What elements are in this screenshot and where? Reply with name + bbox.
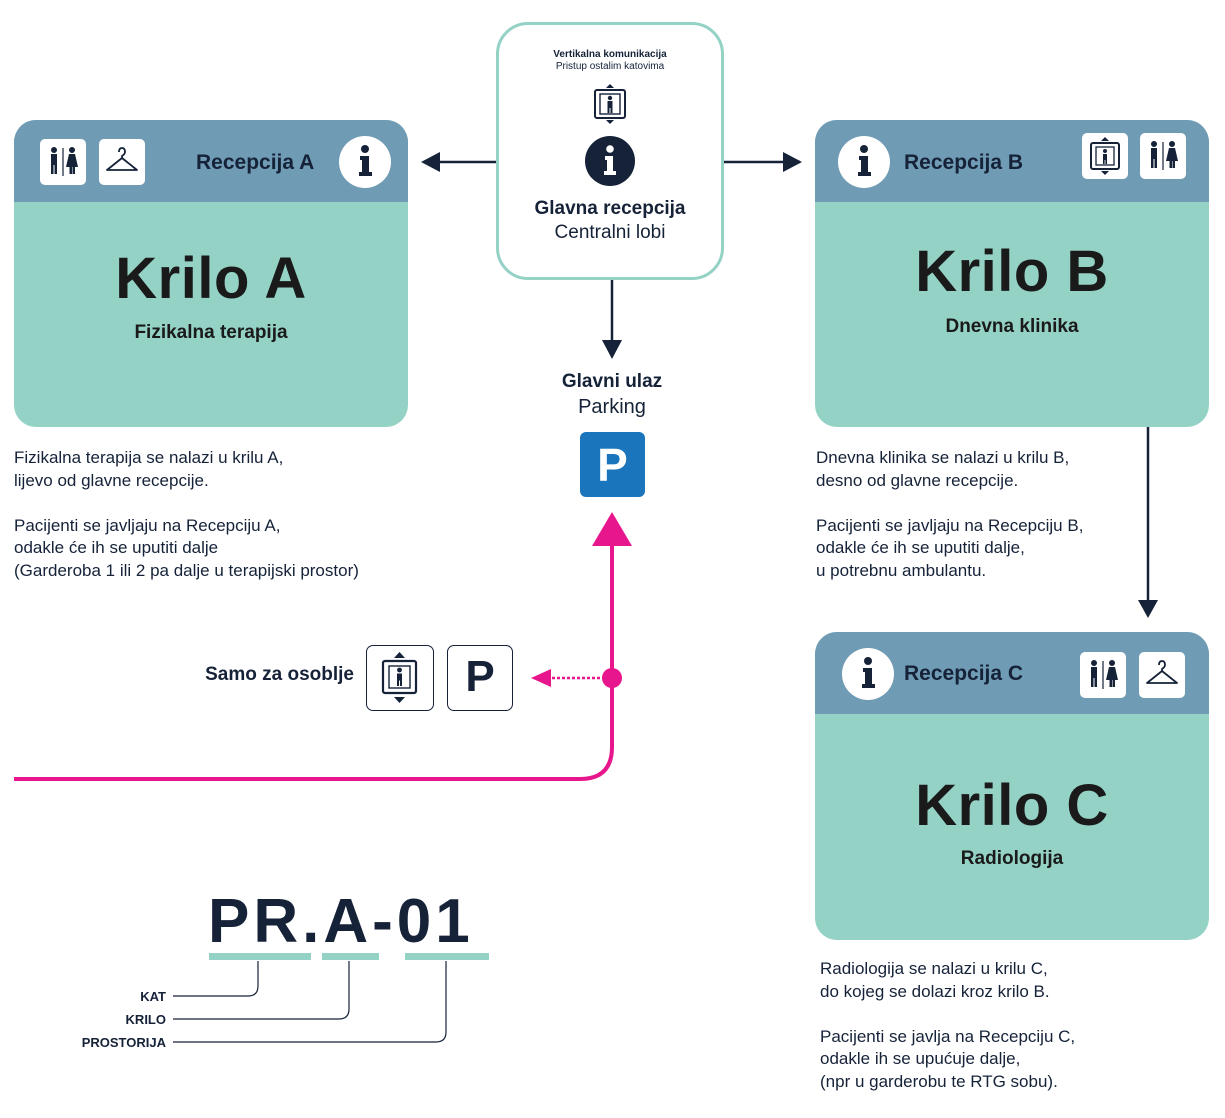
arrowhead-right-b: [783, 152, 802, 172]
code-label-kat: KAT: [140, 989, 166, 1004]
entry-arrowhead: [592, 512, 632, 546]
wing-b-department: Dnevna klinika: [945, 316, 1079, 337]
wing-a-description: Fizikalna terapija se nalazi u krilu A, …: [14, 448, 359, 580]
wing-c-hanger-icon: [1139, 652, 1185, 698]
wing-a-reception: Recepcija A: [196, 151, 315, 174]
parking-letter: P: [597, 439, 628, 491]
wing-c-description: Radiologija se nalazi u krilu C, do koje…: [820, 959, 1076, 1091]
wing-a-card: Krilo A Fizikalna terapija: [14, 120, 408, 427]
arrowhead-down-c: [1138, 600, 1158, 618]
central-elevator-icon: [593, 84, 627, 124]
wing-a-department: Fizikalna terapija: [134, 322, 288, 343]
staff-junction-dot: [602, 668, 622, 688]
wing-a-hanger-icon: [99, 139, 145, 185]
central-note-line2: Pristup ostalim katovima: [555, 61, 665, 72]
wing-a-info-icon: [339, 136, 391, 188]
leader-krilo: [173, 961, 350, 1020]
wing-b-reception: Recepcija B: [904, 151, 1024, 174]
code-label-krilo: KRILO: [125, 1012, 166, 1027]
wing-c-department: Radiologija: [960, 848, 1064, 869]
central-subtitle: Centralni lobi: [554, 222, 666, 243]
wing-b-elevator-icon: [1082, 133, 1128, 179]
arrowhead-left-a: [421, 152, 440, 172]
wing-c-toilet-icon: [1080, 652, 1126, 698]
staff-parking-letter: P: [465, 652, 495, 701]
central-note-line1: Vertikalna komunikacija: [553, 49, 667, 60]
code-underline-krilo: [322, 953, 379, 960]
wing-a-title: Krilo A: [115, 246, 307, 311]
wing-b-title: Krilo B: [915, 239, 1109, 304]
wing-b-info-icon: [838, 136, 890, 188]
wing-b-toilet-icon: [1140, 133, 1186, 179]
wing-b-description: Dnevna klinika se nalazi u krilu B, desn…: [816, 448, 1084, 580]
leader-prostorija: [173, 961, 447, 1043]
central-title: Glavna recepcija: [534, 198, 686, 219]
staff-parking-icon: P: [447, 645, 513, 711]
parking-sign: P: [580, 432, 645, 497]
entry-path: [14, 545, 614, 781]
room-code: PR.A-01: [208, 887, 474, 956]
entrance-subtitle: Parking: [578, 396, 646, 418]
wing-c-reception: Recepcija C: [904, 662, 1024, 685]
code-label-prostorija: PROSTORIJA: [81, 1035, 166, 1050]
staff-arrowhead: [531, 669, 551, 687]
entrance-title: Glavni ulaz: [561, 371, 663, 392]
wing-c-title: Krilo C: [915, 773, 1109, 838]
wing-a-toilet-icon: [40, 139, 86, 185]
arrowhead-down-entrance: [602, 340, 622, 359]
wing-c-info-icon: [842, 648, 894, 700]
leader-kat: [173, 961, 259, 997]
staff-label: Samo za osoblje: [205, 664, 354, 685]
code-underline-prostorija: [405, 953, 489, 960]
central-info-icon: [585, 136, 635, 186]
code-underline-kat: [209, 953, 311, 960]
staff-elevator-icon: [366, 645, 434, 711]
